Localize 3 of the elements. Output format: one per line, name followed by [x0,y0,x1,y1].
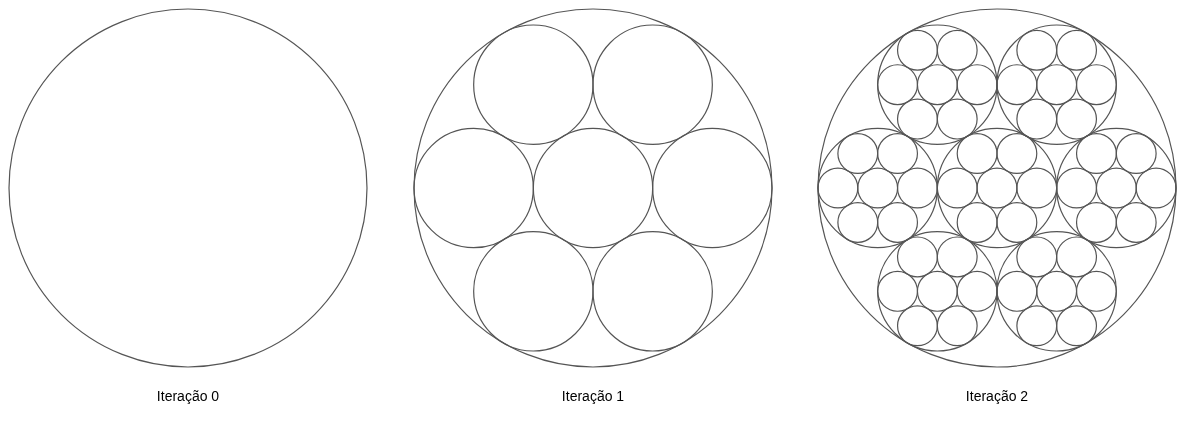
iteration-caption: Iteração 2 [965,388,1029,404]
iteration-caption: Iteração 1 [561,388,625,404]
iteration-caption: Iteração 0 [156,388,220,404]
